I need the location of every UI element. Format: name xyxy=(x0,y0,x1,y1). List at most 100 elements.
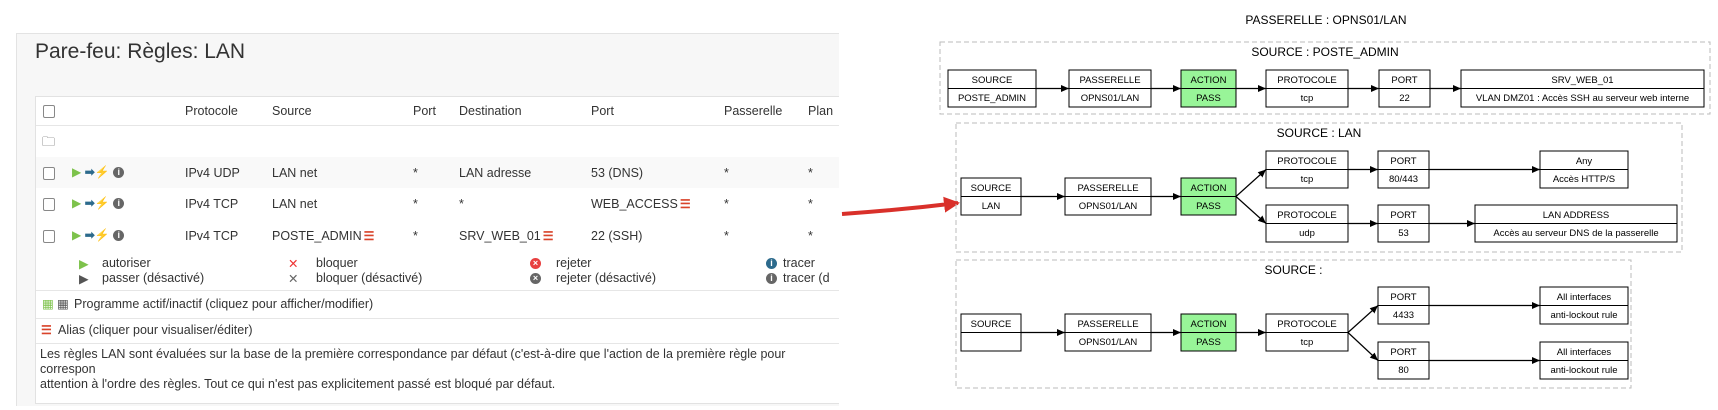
node-header: All interfaces xyxy=(1557,292,1612,303)
node-header: PASSERELLE xyxy=(1077,319,1138,330)
cluster-title: SOURCE : LAN xyxy=(1277,126,1362,140)
protocol: IPv4 TCP xyxy=(185,229,239,243)
rules-note: Les règles LAN sont évaluées sur la base… xyxy=(36,343,839,401)
edge xyxy=(1347,332,1379,361)
dest-port-text: WEB_ACCESS xyxy=(591,197,678,211)
calendar-active-icon: ▦ xyxy=(42,297,54,311)
node-protocole: PROTOCOLE tcp xyxy=(1265,69,1349,108)
alias-text: Alias (cliquer pour visualiser/éditer) xyxy=(58,323,253,337)
log-icon[interactable]: i xyxy=(113,198,125,210)
log-icon[interactable]: i xyxy=(113,167,125,179)
col-source[interactable]: Source xyxy=(272,104,312,118)
source: LAN net xyxy=(272,166,317,180)
source: POSTE_ADMIN☰ xyxy=(272,229,374,243)
calendar-inactive-icon: ▦ xyxy=(57,297,69,311)
log-icon[interactable]: i xyxy=(113,230,125,242)
node-value: tcp xyxy=(1301,93,1314,104)
table-row[interactable]: ▶ ➡⚡ i IPv4 TCP POSTE_ADMIN☰ * SRV_WEB_0… xyxy=(36,220,839,253)
node-header: ACTION xyxy=(1191,319,1227,330)
node-value: anti-lockout rule xyxy=(1550,365,1617,376)
reject-icon: × xyxy=(530,258,541,269)
alias-icon-source[interactable]: ☰ xyxy=(363,229,375,243)
cluster-title: SOURCE : xyxy=(1264,263,1322,277)
row-checkbox[interactable] xyxy=(43,167,55,180)
node-header: All interfaces xyxy=(1557,347,1612,358)
gateway: * xyxy=(724,166,729,180)
destination-text: LAN adresse xyxy=(459,166,532,180)
source-text: POSTE_ADMIN xyxy=(272,229,362,243)
node-value: OPNS01/LAN xyxy=(1081,93,1140,104)
node-value: VLAN DMZ01 : Accès SSH au serveur web in… xyxy=(1476,93,1689,104)
col-destination[interactable]: Destination xyxy=(459,104,522,118)
legend-pass-disabled: passer (désactivé) xyxy=(102,271,205,285)
dest-port-text: 22 (SSH) xyxy=(591,229,643,243)
pass-icon[interactable]: ▶ xyxy=(72,196,82,210)
dest-port-text: 53 (DNS) xyxy=(591,166,644,180)
edge xyxy=(1347,305,1379,333)
col-gateway[interactable]: Passerelle xyxy=(724,104,783,118)
node-all-interfaces: All interfaces anti-lockout rule xyxy=(1539,341,1629,380)
node-value: PASS xyxy=(1196,337,1221,348)
node-header: PROTOCOLE xyxy=(1277,156,1336,167)
source-port: * xyxy=(413,197,418,211)
node-all-interfaces: All interfaces anti-lockout rule xyxy=(1539,286,1629,325)
direction-in-icon: ➡ xyxy=(84,228,95,242)
node-header: PORT xyxy=(1391,75,1417,86)
source-text: LAN net xyxy=(272,166,318,180)
legend-block: bloquer xyxy=(316,256,358,270)
note-text: Les règles LAN sont évaluées sur la base… xyxy=(40,347,830,392)
source-port: * xyxy=(413,229,418,243)
dest-port: 53 (DNS) xyxy=(591,166,643,180)
node-value: 80 xyxy=(1398,365,1409,376)
node-value: tcp xyxy=(1301,337,1314,348)
node-header: ACTION xyxy=(1191,183,1227,194)
node-header: SOURCE xyxy=(971,183,1012,194)
alias-icon-port[interactable]: ☰ xyxy=(679,197,691,211)
col-schedule[interactable]: Plan xyxy=(808,104,834,118)
node-value: 22 xyxy=(1399,93,1410,104)
direction-in-icon: ➡ xyxy=(84,196,95,210)
direction-in-icon: ➡ xyxy=(84,165,95,179)
edge xyxy=(1235,169,1267,197)
table-header: Protocole Source Port Destination Port P… xyxy=(36,97,839,126)
node-header: PASSERELLE xyxy=(1079,75,1140,86)
schedule: * xyxy=(808,197,813,211)
cluster-border xyxy=(955,259,1632,389)
pass-icon[interactable]: ▶ xyxy=(72,228,82,242)
legend-schedule: ▦ ▦ Programme actif/inactif (cliquez pou… xyxy=(36,290,839,319)
rule-status-icons: ▶ ➡⚡ i xyxy=(72,165,125,179)
row-checkbox[interactable] xyxy=(43,230,55,243)
col-dest-port[interactable]: Port xyxy=(591,104,614,118)
folder-icon[interactable]: 🗀 xyxy=(42,134,56,149)
node-header: PROTOCOLE xyxy=(1277,319,1336,330)
alias-icon-destination[interactable]: ☰ xyxy=(542,229,554,243)
node-value: POSTE_ADMIN xyxy=(958,93,1026,104)
table-row[interactable]: ▶ ➡⚡ i IPv4 UDP LAN net * LAN adresse 53… xyxy=(36,157,839,190)
node-header: LAN ADDRESS xyxy=(1543,210,1610,221)
destination: * xyxy=(459,197,464,211)
rule-status-icons: ▶ ➡⚡ i xyxy=(72,196,125,210)
col-protocol[interactable]: Protocole xyxy=(185,104,238,118)
node-header: PROTOCOLE xyxy=(1277,75,1336,86)
pass-icon: ▶ xyxy=(79,257,89,271)
legend-alias: ☰ Alias (cliquer pour visualiser/éditer) xyxy=(36,318,839,344)
col-source-port[interactable]: Port xyxy=(413,104,436,118)
select-all-checkbox[interactable] xyxy=(43,105,55,118)
pass-icon[interactable]: ▶ xyxy=(72,165,82,179)
cluster-title: SOURCE : POSTE_ADMIN xyxy=(1251,45,1398,59)
node-value: anti-lockout rule xyxy=(1550,310,1617,321)
row-checkbox[interactable] xyxy=(43,198,55,211)
node-header: PROTOCOLE xyxy=(1277,210,1336,221)
source: LAN net xyxy=(272,197,317,211)
quick-icon: ⚡ xyxy=(94,165,110,179)
node-port: PORT 22 xyxy=(1378,69,1431,108)
